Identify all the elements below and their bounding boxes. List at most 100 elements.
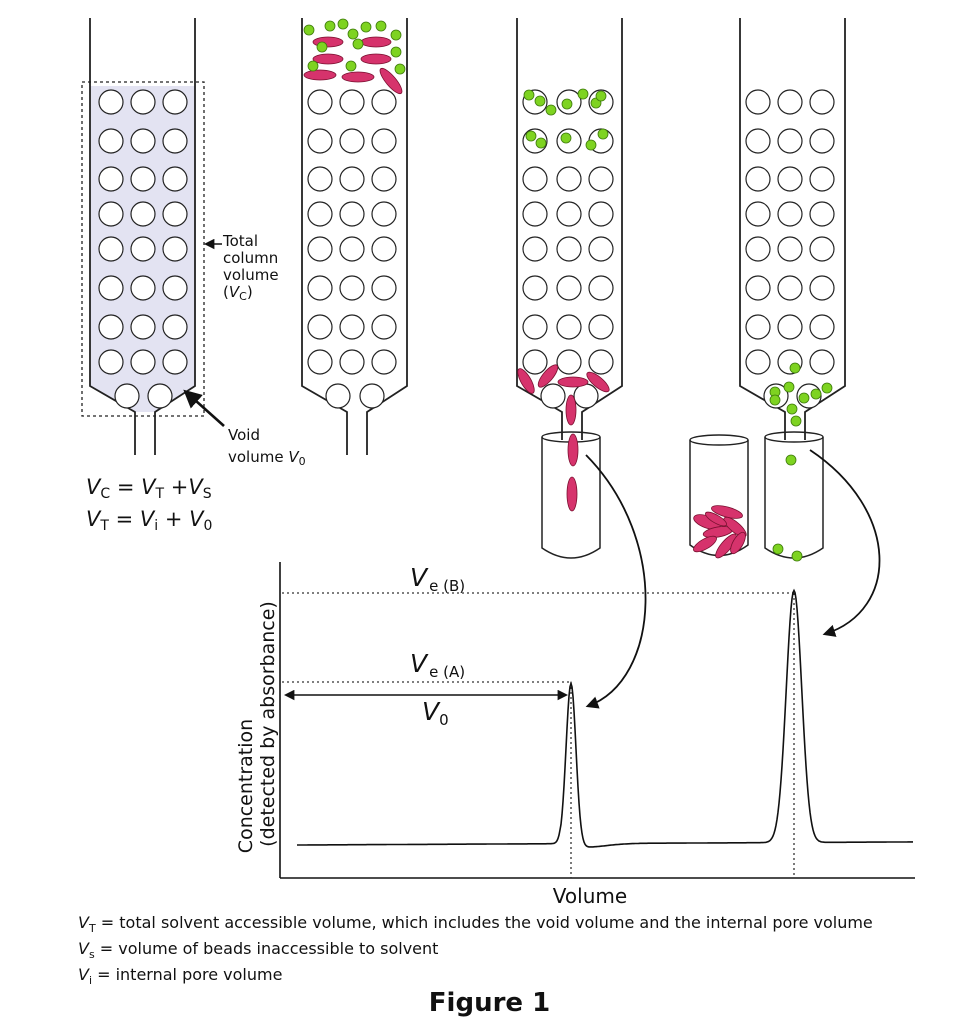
large-molecule: [566, 476, 578, 512]
bead: [777, 314, 803, 340]
arrow-tube-b-to-peak-b: [809, 449, 881, 637]
large-molecule: [586, 371, 610, 393]
small-molecule: [337, 18, 349, 30]
bead: [522, 275, 548, 301]
total-volume-label-line1: Total: [222, 232, 258, 250]
small-molecule: [375, 20, 387, 32]
bead: [162, 166, 188, 192]
bead: [130, 128, 156, 154]
bead: [307, 314, 333, 340]
large-molecule: [567, 433, 579, 467]
bead: [522, 201, 548, 227]
bead: [98, 236, 124, 262]
bead: [745, 166, 771, 192]
bead: [371, 236, 397, 262]
bead: [522, 314, 548, 340]
small-molecule: [316, 41, 328, 53]
large-molecule: [360, 36, 392, 48]
bead: [371, 201, 397, 227]
bead: [98, 166, 124, 192]
small-molecule: [597, 128, 609, 140]
bead: [98, 349, 124, 375]
figure-caption: Figure 1: [428, 988, 551, 1018]
total-volume-label-vc: (VC): [223, 283, 253, 303]
bead: [588, 236, 614, 262]
small-molecule: [390, 46, 402, 58]
bead: [809, 349, 835, 375]
bead: [307, 166, 333, 192]
bead: [339, 349, 365, 375]
bead: [809, 166, 835, 192]
bead: [745, 128, 771, 154]
bead: [307, 89, 333, 115]
bead: [371, 275, 397, 301]
column-3-molecules: [517, 88, 610, 426]
void-volume-arrow: [183, 389, 225, 427]
large-molecule: [730, 531, 746, 555]
small-molecule: [390, 29, 402, 41]
bead: [745, 275, 771, 301]
large-molecule: [705, 511, 727, 527]
small-molecule: [394, 63, 406, 75]
bead: [588, 314, 614, 340]
legend-line-vs: Vs = volume of beads inaccessible to sol…: [78, 939, 439, 962]
bead: [325, 383, 351, 409]
bead: [556, 201, 582, 227]
small-molecule: [303, 24, 315, 36]
bead: [556, 166, 582, 192]
column-2: [301, 18, 408, 455]
column-1-mobile-phase-funnel: [90, 386, 195, 412]
small-molecule: [347, 28, 359, 40]
column-2-outline: [301, 18, 408, 455]
small-molecule: [789, 362, 801, 374]
small-molecule: [772, 543, 784, 555]
y-axis-label-line2: (detected by absorbance): [257, 601, 279, 847]
bead: [130, 275, 156, 301]
column-4-molecules: [769, 362, 833, 427]
large-molecule: [537, 364, 559, 388]
small-molecule: [585, 139, 597, 151]
bead: [556, 236, 582, 262]
bead: [809, 275, 835, 301]
bead: [371, 349, 397, 375]
small-molecule: [786, 403, 798, 415]
bead: [339, 236, 365, 262]
bead: [130, 349, 156, 375]
large-molecule: [557, 376, 589, 388]
total-volume-label-line3: volume: [223, 266, 279, 284]
small-molecule: [783, 381, 795, 393]
column-4: [739, 18, 846, 562]
small-molecule: [785, 454, 797, 466]
bead: [522, 236, 548, 262]
large-molecule: [341, 71, 375, 83]
small-molecule: [798, 392, 810, 404]
column-1-beads: [98, 89, 188, 409]
small-molecule: [790, 415, 802, 427]
large-molecule: [312, 53, 344, 65]
large-molecule: [565, 394, 577, 426]
large-molecule: [711, 505, 743, 519]
bead: [777, 89, 803, 115]
bead: [777, 275, 803, 301]
bead: [147, 383, 173, 409]
bead: [556, 275, 582, 301]
void-volume-label-line1: Void: [228, 426, 260, 444]
bead: [162, 201, 188, 227]
bead: [588, 349, 614, 375]
bead: [162, 128, 188, 154]
tube-b-molecules: [772, 454, 803, 562]
collected-tube: [689, 434, 749, 559]
void-volume-label-line2: volume V0: [228, 448, 306, 468]
large-molecule: [360, 53, 392, 65]
bead: [130, 166, 156, 192]
bead: [130, 201, 156, 227]
small-molecule: [561, 98, 573, 110]
bead: [809, 236, 835, 262]
large-molecule: [303, 69, 337, 81]
bead: [130, 89, 156, 115]
small-molecule: [769, 394, 781, 406]
bead: [745, 349, 771, 375]
bead: [307, 236, 333, 262]
